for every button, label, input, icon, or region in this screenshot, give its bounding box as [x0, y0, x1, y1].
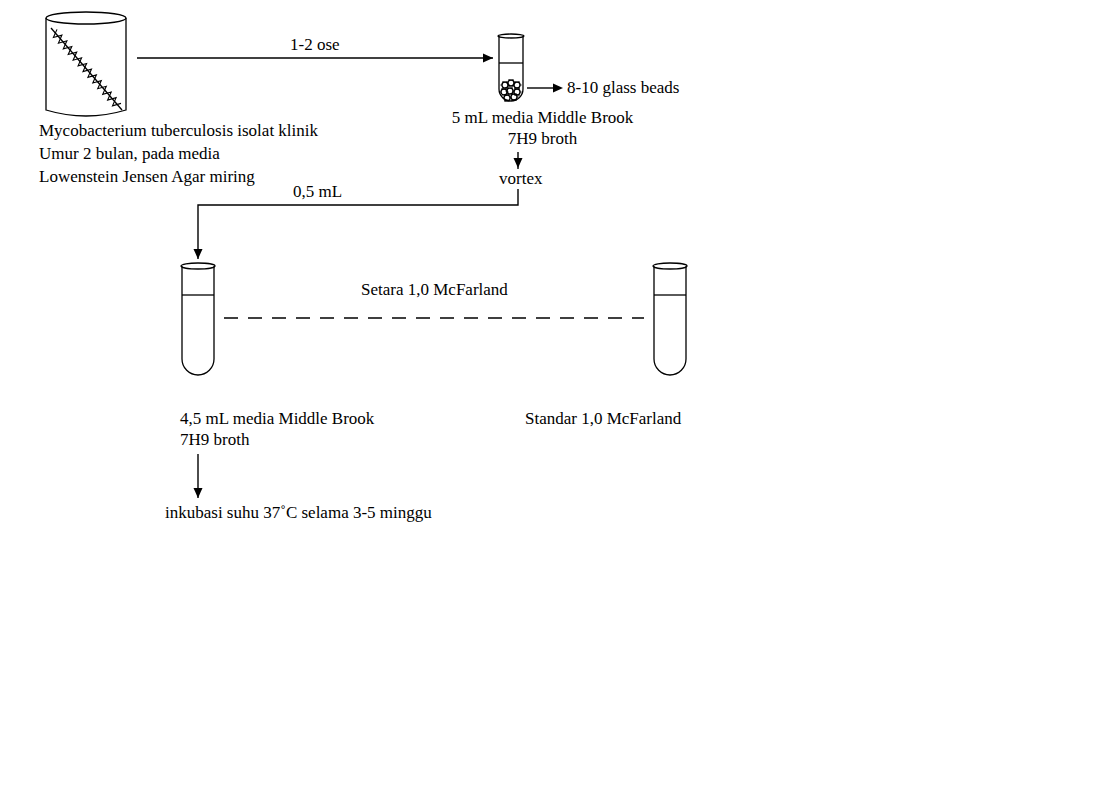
bead-spike	[504, 94, 506, 95]
arrowhead	[194, 249, 203, 259]
bacterial-growth	[53, 29, 121, 105]
agar-slant	[51, 28, 122, 110]
bead-spike	[518, 95, 520, 96]
mcfarland-standard-tube: Standar 1,0 McFarland	[652, 262, 688, 377]
glass-bead	[508, 80, 514, 86]
bead-spike	[508, 86, 510, 87]
bead-spike	[514, 81, 516, 82]
glass-bead	[501, 89, 507, 95]
glass-bead	[502, 82, 508, 88]
bead-spike	[512, 85, 514, 86]
bead-spike	[511, 93, 513, 94]
inoculum-tube: 4,5 mL media Middle Brook 7H9 broth	[180, 262, 216, 377]
tube-shape	[180, 262, 216, 377]
bead-spike	[509, 97, 511, 98]
bead-spike	[501, 88, 503, 89]
bead-spike	[515, 93, 517, 94]
arrow-connector	[137, 57, 493, 58]
bead-spike	[502, 98, 504, 99]
tube-rim	[46, 12, 126, 24]
tube-rim	[181, 263, 215, 269]
slant-tube-shape	[45, 10, 127, 118]
bead-spike	[512, 92, 514, 93]
bead-spike	[515, 100, 517, 101]
incubation-step: inkubasi suhu 37˚C selama 3-5 minggu	[165, 500, 432, 525]
tube-outline	[499, 36, 523, 101]
tube-rim	[498, 34, 524, 38]
dashed-connector	[224, 317, 644, 318]
liquid-level	[654, 294, 686, 295]
bead-spike	[502, 81, 504, 82]
glass-bead	[514, 82, 520, 88]
bead-spike	[504, 101, 506, 102]
bead-spike	[520, 85, 522, 86]
bead-spike	[508, 94, 510, 95]
tube-outline	[46, 18, 126, 116]
leader-arrowhead	[553, 84, 563, 93]
edge-label: 1-2 ose	[288, 35, 342, 55]
bead-spike	[511, 100, 513, 101]
bead-spike	[517, 97, 519, 98]
step-caption: 5 mL media Middle Brook 7H9 broth	[445, 107, 640, 149]
bead-spike	[501, 95, 503, 96]
tube-rim	[653, 263, 687, 269]
bead-spike	[511, 87, 513, 88]
step-caption: inkubasi suhu 37˚C selama 3-5 minggu	[165, 500, 432, 525]
bead-spike	[507, 87, 509, 88]
bead-tube-shape	[497, 33, 525, 103]
bead-spike	[506, 83, 508, 84]
liquid-level	[499, 62, 523, 63]
bead-spike	[499, 92, 501, 93]
bead-spike	[505, 88, 507, 89]
broth-tube: 5 mL media Middle Brook 7H9 broth	[497, 33, 525, 103]
edge-label: 0,5 mL	[291, 182, 344, 202]
step-caption: 4,5 mL media Middle Brook 7H9 broth	[180, 408, 385, 450]
glass-bead	[511, 94, 517, 100]
tube-shape	[652, 262, 688, 377]
bead-spike	[514, 88, 516, 89]
step-caption: Umur 2 bulan, pada media	[39, 143, 220, 164]
arrowhead	[194, 488, 203, 498]
edge-label: Setara 1,0 McFarland	[359, 280, 510, 300]
bead-spike	[520, 92, 522, 93]
glass-bead	[504, 95, 510, 101]
step-caption: Standar 1,0 McFarland	[525, 408, 681, 429]
arrowhead	[483, 54, 493, 63]
culture-tube: Mycobacterium tuberculosis isolat klinik…	[45, 10, 127, 118]
step-caption: Lowenstein Jensen Agar miring	[39, 166, 255, 187]
tube-outline	[654, 266, 686, 375]
annotation-label: 8-10 glass beads	[565, 78, 681, 98]
liquid-level	[182, 294, 214, 295]
bead-spike	[512, 79, 514, 80]
bead-spike	[500, 85, 502, 86]
bead-spike	[505, 91, 507, 92]
annotation-label: vortex	[497, 169, 544, 189]
bead-spike	[518, 81, 520, 82]
bead-spike	[518, 88, 520, 89]
leader-line	[527, 87, 555, 88]
bead-spike	[508, 79, 510, 80]
bead-spike	[508, 101, 510, 102]
tube-outline	[182, 266, 214, 375]
step-caption: Mycobacterium tuberculosis isolat klinik	[39, 120, 318, 141]
glass-bead	[507, 88, 513, 94]
